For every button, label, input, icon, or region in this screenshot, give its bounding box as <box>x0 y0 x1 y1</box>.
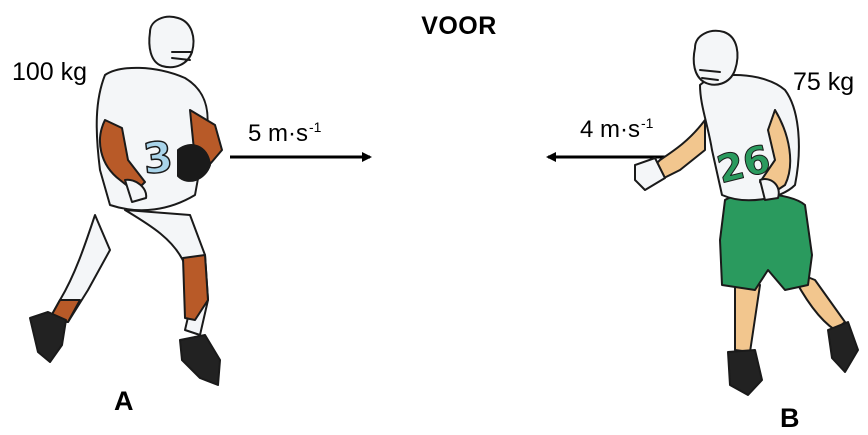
player-b-velocity-value: 4 m·s <box>580 116 640 143</box>
player-a-jersey-number: 3 <box>141 132 175 184</box>
player-a-velocity-value: 5 m·s <box>248 120 308 147</box>
player-a-velocity-exponent: -1 <box>309 119 322 135</box>
player-a-mass: 100 kg <box>12 58 88 86</box>
player-b-mass: 75 kg <box>793 68 855 96</box>
player-b-velocity-exponent: -1 <box>641 115 654 131</box>
player-a-label: A <box>114 386 134 416</box>
player-b-figure: 26 <box>634 29 859 396</box>
diagram-title: VOOR <box>421 12 497 40</box>
player-b-velocity: 4 m·s-1 <box>580 116 653 142</box>
player-a-figure: 3 <box>29 15 223 386</box>
player-a-velocity: 5 m·s-1 <box>248 120 321 146</box>
player-b-label: B <box>780 403 800 433</box>
